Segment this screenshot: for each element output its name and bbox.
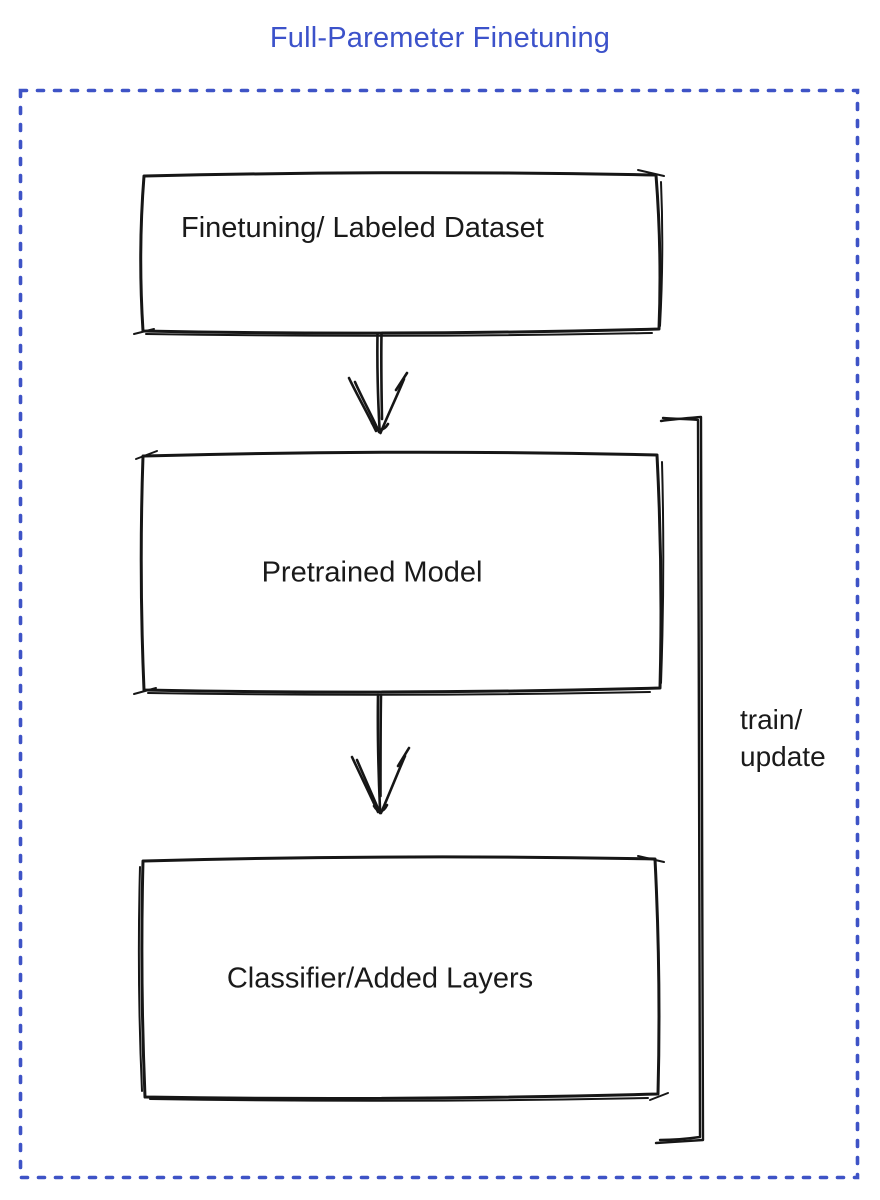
arrow-head [350, 755, 380, 814]
sketch-accent [637, 855, 665, 863]
arrow-shaft [376, 332, 381, 430]
arrow-head [370, 421, 390, 431]
sketch-accent [147, 691, 651, 696]
sketch-accent [135, 450, 158, 460]
sketch-accent [637, 169, 665, 177]
train-update-label: train/ update [740, 701, 826, 775]
arrow-head [372, 803, 389, 813]
arrow-head [379, 377, 406, 435]
sketch-accent [149, 1097, 649, 1102]
arrow-down-icon [350, 693, 411, 815]
train-update-bracket [654, 415, 705, 1145]
dataset-box [133, 169, 665, 337]
arrow-head [355, 758, 382, 815]
sketch-accent [660, 461, 665, 684]
classifier-box [137, 855, 669, 1102]
pretrained-box-label: Pretrained Model [261, 556, 483, 589]
arrow-head [396, 746, 411, 768]
arrow-head [394, 371, 409, 392]
sketch-accent [133, 687, 157, 695]
bracket-line [658, 416, 702, 1142]
sketch-accent [137, 866, 143, 1092]
dotted-border [18, 88, 860, 1180]
train-update-label-line2: update [740, 741, 826, 772]
arrow-down-icon [347, 332, 409, 435]
arrow-shaft [379, 332, 384, 421]
sketch-accent [145, 332, 653, 337]
train-update-label-line1: train/ [740, 704, 803, 735]
pretrained-box-shape [139, 450, 663, 694]
arrow-head [353, 380, 381, 434]
classifier-box-label: Classifier/Added Layers [226, 962, 534, 995]
diagram-title: Full-Paremeter Finetuning [269, 22, 611, 54]
arrow-shaft [379, 693, 383, 798]
dataset-box-label: Finetuning/ Labeled Dataset [181, 212, 544, 244]
dataset-box-shape [139, 171, 662, 335]
sketch-accent [649, 1092, 669, 1101]
arrow-head [379, 754, 407, 815]
classifier-box-shape [140, 855, 661, 1100]
bracket-line [654, 415, 705, 1145]
sketch-accent [133, 328, 155, 335]
arrow-shaft [376, 693, 382, 811]
pretrained-box [133, 450, 665, 696]
sketch-accent [659, 181, 664, 327]
